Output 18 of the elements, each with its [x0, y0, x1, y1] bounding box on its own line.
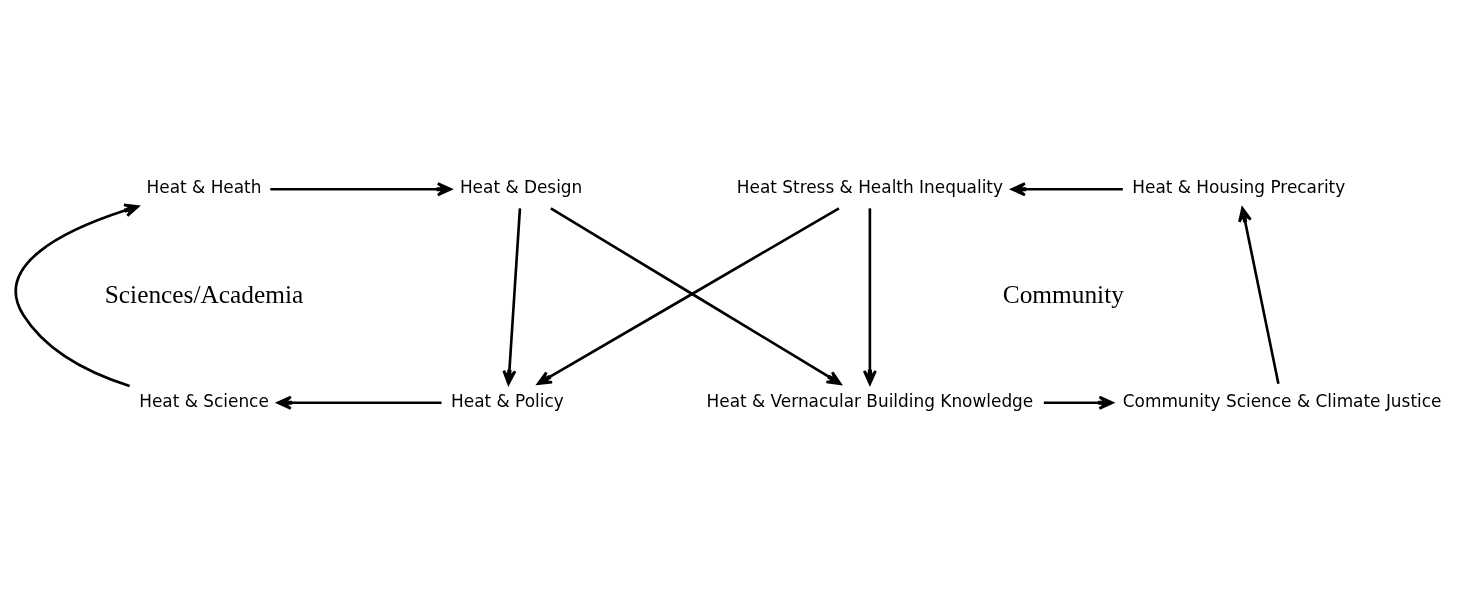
arrow — [501, 208, 521, 386]
arrow — [1237, 207, 1280, 384]
arrow — [14, 203, 139, 388]
node-text: Heat & Science — [138, 390, 269, 411]
arrow — [862, 208, 877, 386]
arrow — [1010, 182, 1123, 197]
node-text: Heat & Housing Precarity — [1131, 177, 1345, 198]
label: Community — [1002, 279, 1124, 308]
node-text: Heat & Design — [459, 177, 582, 198]
node-text: Heat Stress & Health Inequality — [736, 177, 1003, 198]
arrow — [276, 395, 442, 410]
node-text: Heat & Vernacular Building Knowledge — [706, 390, 1033, 411]
node-text: Heat & Heath — [146, 177, 261, 198]
node-text: Community Science & Climate Justice — [1122, 390, 1441, 411]
label: Sciences/Academia — [104, 279, 303, 308]
arrow — [269, 182, 452, 197]
arrow — [1043, 395, 1113, 410]
node-text: Heat & Policy — [450, 390, 564, 411]
